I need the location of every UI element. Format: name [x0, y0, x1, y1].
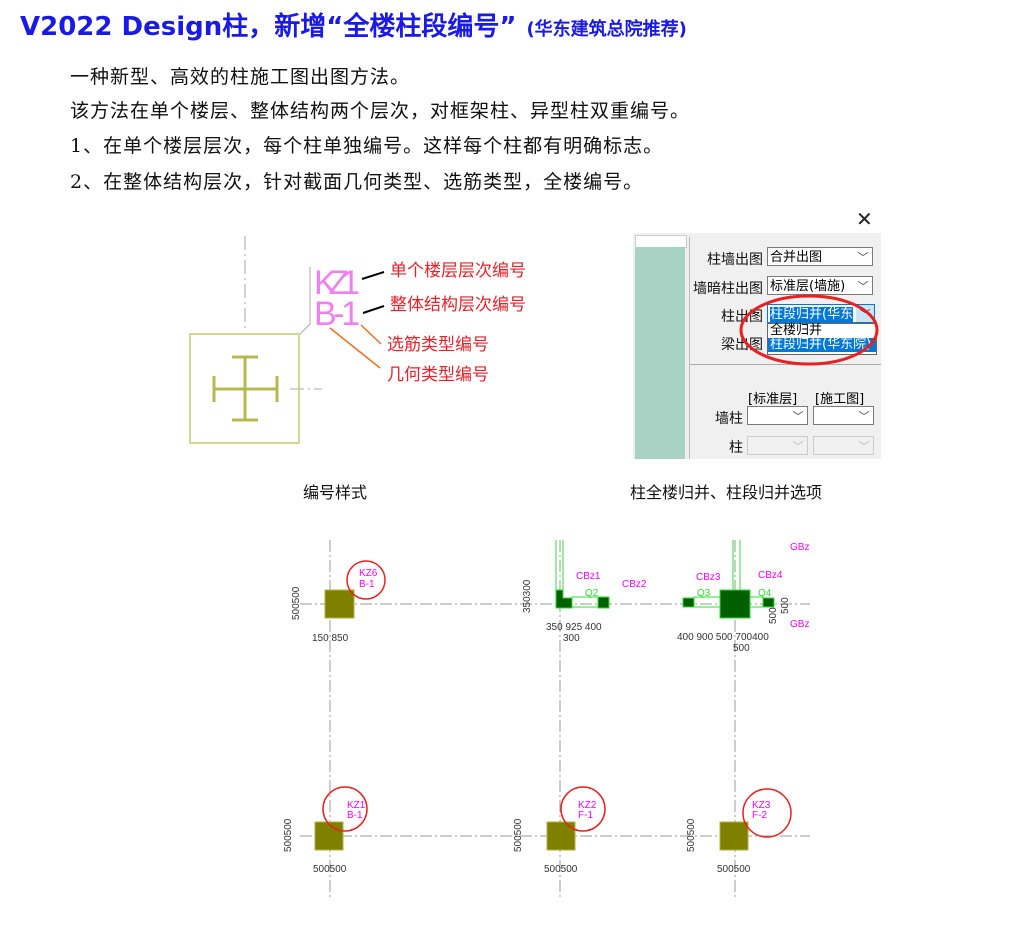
row-label: 墙柱: [715, 411, 743, 427]
divider: [690, 364, 881, 365]
wall-column-standard-select[interactable]: ﹀: [747, 406, 808, 425]
label-kz1-type: B-1: [347, 810, 363, 821]
dim-text: 500500: [313, 864, 347, 875]
highlight-circle: [322, 786, 368, 832]
preview-panel: [635, 247, 685, 459]
annotation: 单个楼层层次编号: [390, 261, 526, 280]
row-label: 柱出图: [721, 309, 763, 325]
title-main: V2022 Design柱，新增“全楼柱段编号”: [20, 12, 517, 42]
label-cbz3: CBz3: [696, 572, 721, 583]
chevron-down-icon: ﹀: [792, 410, 804, 423]
label-kz6-type: B-1: [359, 579, 375, 590]
dim-text: 150 850: [312, 633, 349, 644]
row-label: 柱: [729, 440, 743, 456]
highlight-circle: [742, 788, 792, 838]
page-title: V2022 Design柱，新增“全楼柱段编号” (华东建筑总院推荐): [20, 6, 687, 43]
body-line: 2、在整体结构层次，针对截面几何类型、选筋类型，全楼编号。: [70, 171, 644, 193]
chevron-down-icon: ﹀: [858, 440, 870, 453]
annotation: 整体结构层次编号: [390, 295, 526, 314]
column-output-select[interactable]: 柱段归并(华东﹀: [767, 304, 875, 323]
label-gbz: GBz: [790, 619, 809, 630]
caption-dialog: 柱全楼归并、柱段归并选项: [630, 483, 823, 502]
label-q2: Q2: [585, 588, 599, 599]
label-cbz2: CBz2: [622, 579, 647, 590]
dropdown-option[interactable]: 全楼归并: [770, 323, 823, 338]
wall-column-cbz2: [597, 596, 610, 609]
dim-text: 350 925 400: [546, 622, 602, 633]
dim-text: 500500: [291, 586, 302, 620]
close-icon[interactable]: ✕: [856, 207, 873, 231]
wall-hidden-column-select[interactable]: 标准层(墙施) ﹀: [767, 276, 873, 295]
wall-column-cbz1: [555, 589, 573, 609]
dropdown-option-selected[interactable]: 柱段归并(华东院): [768, 338, 876, 352]
title-sub: (华东建筑总院推荐): [526, 19, 687, 40]
dialog-titlebar: [633, 207, 881, 233]
plan-drawing: KZ6 B-1 500500 150 850 CBz1 CBz2 CBz3 CB…: [283, 540, 810, 900]
label-q3: Q3: [697, 588, 711, 599]
column-construction-select[interactable]: ﹀: [813, 436, 874, 455]
label-cbz4: CBz4: [758, 570, 783, 581]
dim-text: 300: [563, 633, 580, 644]
numbering-diagram: KZ1 B-1 单个楼层层次编号 整体结构层次编号 选筋类型编号 几何类型编号: [189, 236, 526, 444]
label-kz2-type: F-1: [578, 810, 593, 821]
label-kz1: KZ1: [347, 800, 366, 811]
select-value: 柱段归并(华东: [770, 307, 854, 322]
column-kz1: [314, 821, 344, 851]
column-kz3: [719, 821, 749, 851]
select-value: 标准层(墙施): [770, 279, 846, 294]
highlight-circle: [346, 560, 386, 600]
dim-text: 500500: [686, 818, 697, 852]
chevron-down-icon: ﹀: [857, 251, 869, 264]
label-kz3: KZ3: [752, 800, 771, 811]
leader-line: [299, 267, 311, 335]
dim-text: 500500: [717, 864, 751, 875]
dim-text: 500500: [283, 818, 294, 852]
body-line: 一种新型、高效的柱施工图出图方法。: [70, 66, 411, 88]
chevron-down-icon: ﹀: [858, 410, 870, 423]
label-cbz1: CBz1: [576, 571, 601, 582]
column-kz6: [324, 589, 355, 619]
row-label: 墙暗柱出图: [693, 281, 763, 297]
label-kz6: KZ6: [359, 568, 378, 579]
column-wall-output-select[interactable]: 合并出图 ﹀: [767, 247, 873, 266]
column-outline: [189, 333, 300, 444]
annotation: 几何类型编号: [387, 365, 489, 384]
label-b1: B-1: [314, 295, 360, 333]
header-standard-floor: [标准层]: [748, 392, 798, 407]
label-gbz: GBz: [790, 542, 809, 553]
label-kz1: KZ1: [314, 264, 360, 302]
column-kz2: [546, 821, 576, 851]
row-label: 柱墙出图: [707, 252, 763, 268]
dim-text: 500500: [513, 818, 524, 852]
label-kz3-type: F-2: [752, 810, 767, 821]
dim-text: 500: [780, 597, 791, 614]
divider: [689, 237, 690, 459]
highlight-circle: [560, 786, 606, 832]
settings-dialog: ✕ 柱墙出图 合并出图﹀ 墙暗柱出图 标准层(墙施)﹀ 柱出图 柱段归并(华东﹀…: [633, 207, 881, 459]
dim-text: 400 900 500 700400: [677, 632, 769, 643]
header-construction: [施工图]: [815, 392, 865, 407]
chevron-down-icon: ﹀: [792, 440, 804, 453]
wall-column-cbz3: [682, 597, 695, 608]
annotation: 选筋类型编号: [387, 335, 489, 354]
label-q4: Q4: [758, 588, 772, 599]
caption-numbering: 编号样式: [303, 483, 368, 502]
dim-text: 500: [733, 643, 750, 654]
dim-text: 500500: [544, 864, 578, 875]
body-line: 该方法在单个楼层、整体结构两个层次，对框架柱、异型柱双重编号。: [70, 100, 691, 122]
wall-column-cbz4: [719, 589, 751, 619]
select-value: 合并出图: [770, 250, 823, 265]
wall-column-gbz: [762, 597, 775, 608]
label-kz2: KZ2: [578, 800, 597, 811]
highlight-ellipse: [739, 294, 879, 366]
dim-text: 500: [768, 607, 779, 624]
column-standard-select[interactable]: ﹀: [747, 436, 808, 455]
dim-text: 350300: [522, 579, 533, 613]
dropdown-list: 全楼归并 柱段归并(华东院): [767, 323, 877, 355]
chevron-down-icon: ﹀: [857, 280, 869, 293]
steel-cross-icon: [212, 355, 279, 422]
wall-column-construction-select[interactable]: ﹀: [813, 406, 874, 425]
body-line: 1、在单个楼层层次，每个柱单独编号。这样每个柱都有明确标志。: [70, 135, 664, 157]
